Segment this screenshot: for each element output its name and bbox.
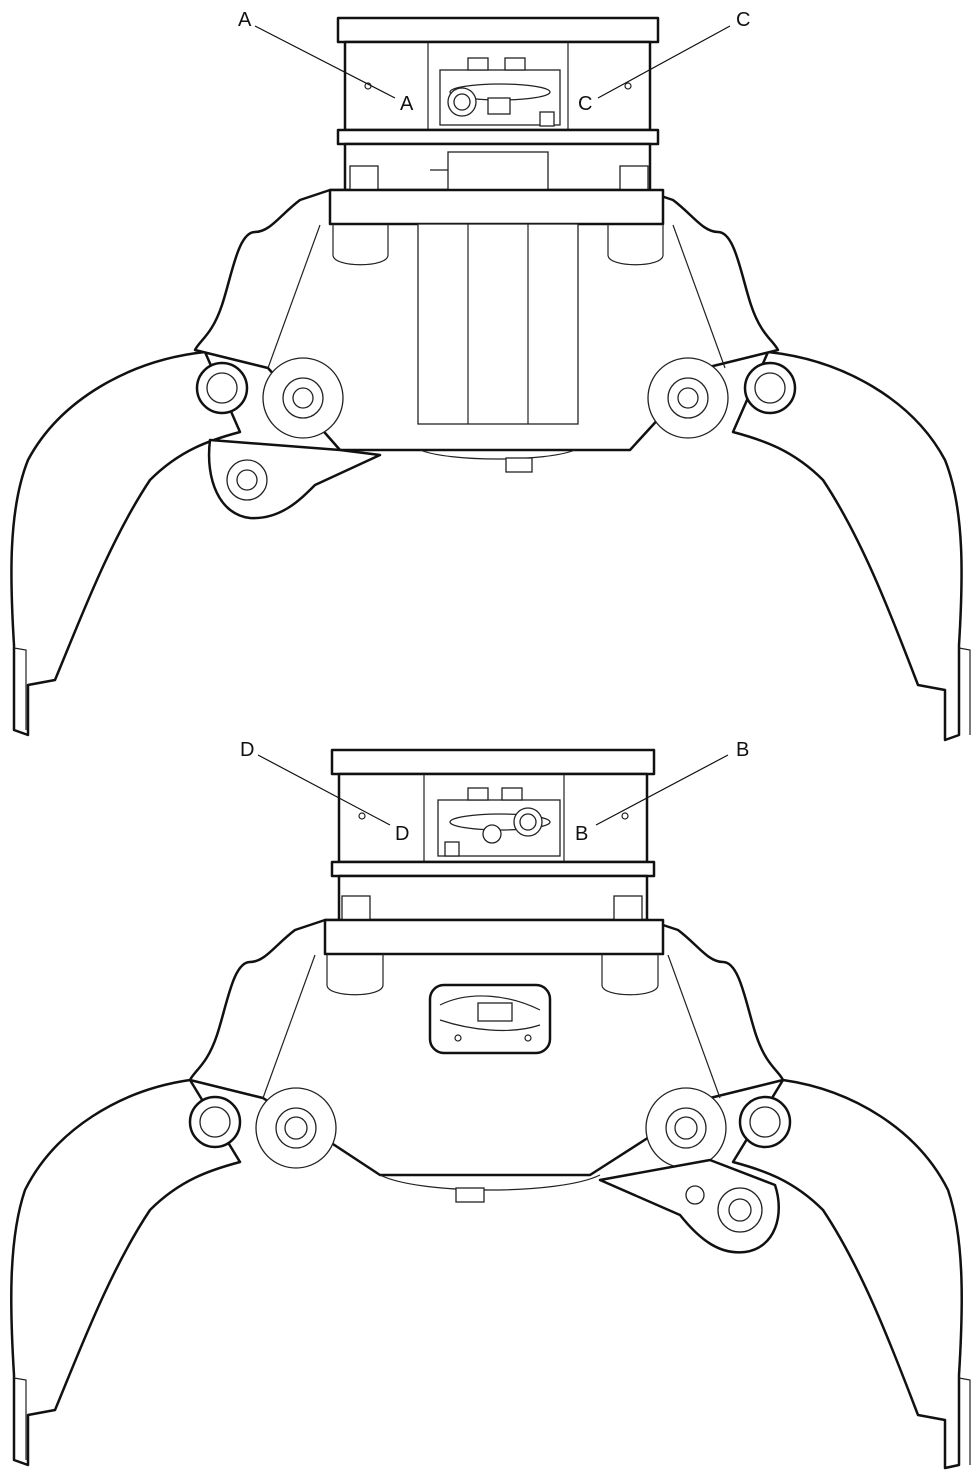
label-c-outer: C — [736, 9, 750, 31]
leader-a-top — [254, 25, 396, 99]
pivot-left-inner-b — [255, 1087, 337, 1169]
bottom-view-labels: D D B B — [240, 739, 749, 845]
top-view-labels: A A C C — [238, 9, 750, 115]
rotator-top-plate — [336, 16, 660, 44]
rotator-base-plate — [336, 128, 660, 146]
left-tine — [10, 350, 242, 737]
center-cylinder — [417, 223, 579, 425]
leader-d-bottom — [257, 754, 391, 826]
label-d-inner: D — [395, 823, 409, 845]
pivot-left-outer — [195, 361, 249, 415]
pivot-right-inner — [647, 357, 729, 439]
label-b-inner: B — [575, 823, 588, 845]
bottom-view-drawing — [10, 748, 971, 1470]
leader-c-top — [597, 25, 731, 99]
left-tine-b — [10, 1078, 242, 1467]
label-c-inner: C — [578, 93, 592, 115]
rotator-base-plate-b — [330, 860, 656, 878]
top-view-drawing — [10, 16, 971, 742]
label-a-outer: A — [238, 9, 252, 31]
pivot-left-outer-b — [188, 1095, 242, 1149]
right-tine-b — [731, 1078, 963, 1470]
label-a-inner: A — [400, 93, 414, 115]
pivot-right-inner-b — [645, 1087, 727, 1169]
label-b-outer: B — [736, 739, 749, 761]
pivot-left-inner — [262, 357, 344, 439]
rotator-top-plate-b — [330, 748, 656, 776]
right-tine — [731, 350, 963, 742]
leader-b-bottom — [595, 754, 729, 826]
label-d-outer: D — [240, 739, 254, 761]
pivot-right-outer-b — [738, 1095, 792, 1149]
pivot-right-outer — [743, 361, 797, 415]
